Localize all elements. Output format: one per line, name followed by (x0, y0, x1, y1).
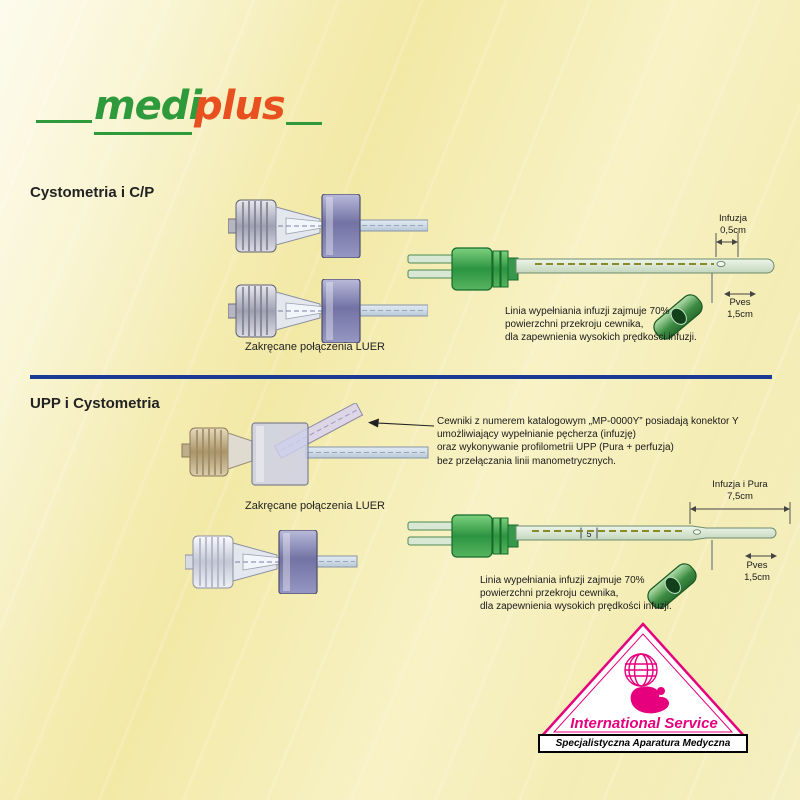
triangle-inner (552, 633, 734, 733)
infusion-eye (693, 529, 701, 535)
dim-infusion-value-upp: 7,5cm (727, 491, 753, 502)
cap-ribs (242, 286, 268, 336)
luer-hub (278, 530, 318, 594)
y-hub-block (251, 422, 309, 486)
catheter-diagram-cysto (407, 233, 775, 340)
cap-ribs (242, 201, 268, 251)
catheter-connector (451, 247, 519, 291)
section-title-cystometria: Cystometria i C/P (30, 184, 155, 201)
luer-connector-assembly-3 (185, 530, 358, 594)
logo-underline (94, 132, 192, 135)
logo-dash-right (286, 122, 322, 125)
dim-infusion-label-upp: Infuzja i Pura (712, 479, 768, 490)
pointer-arrow-line (376, 422, 435, 427)
hub-highlight (326, 282, 333, 340)
luer-hub (321, 194, 361, 258)
pves-arrowhead-right (750, 291, 756, 297)
manometric-line-stubs (407, 254, 455, 279)
manometric-line-stubs (407, 521, 455, 546)
dim-arrowhead-right (732, 239, 738, 245)
logo-medi: medi (94, 83, 202, 129)
ribbed-cap (235, 284, 277, 338)
dim-infusion-label-cysto: Infuzja (719, 213, 747, 224)
dim-pves-label-upp: Pves (746, 560, 768, 571)
infusion-eye (716, 260, 726, 268)
pves-arrowhead-left (745, 553, 751, 559)
dim-arrowhead-left (690, 506, 696, 512)
catheter-tube (515, 525, 777, 541)
infusion-note-upp: Linia wypełniania infuzji zajmuje 70% po… (480, 575, 672, 613)
section-divider (30, 375, 772, 379)
hub-highlight (326, 197, 333, 255)
dim-pves-label-cysto: Pves (729, 297, 751, 308)
pressure-transducer (653, 294, 703, 340)
scale-mark-ticks (580, 527, 598, 539)
luer-connector-assembly-2 (228, 279, 428, 343)
extension-tube (310, 555, 358, 568)
dim-arrowhead-left (716, 239, 722, 245)
international-service-name: International Service (570, 715, 718, 732)
dim-infusion-ticks (689, 502, 791, 524)
infusion-note-cysto: Linia wypełniania infuzji zajmuje 70% po… (505, 306, 697, 344)
y-connector-note: Cewniki z numerem katalogowym „MP-0000Y”… (437, 416, 739, 467)
hub-highlight (256, 426, 264, 482)
luer-hub (321, 279, 361, 343)
logo-dash-left (36, 120, 92, 123)
dove-figure-icon (630, 686, 670, 714)
catheter-connector (451, 514, 519, 558)
dove-head (657, 687, 665, 695)
dim-pves-value-upp: 1,5cm (744, 572, 770, 583)
luer-label-cysto: Zakręcane połączenia LUER (244, 341, 386, 353)
pressure-transducer (647, 563, 697, 609)
pves-arrowhead-left (724, 291, 730, 297)
pointer-arrowhead (368, 418, 379, 428)
dim-infusion-ticks (715, 233, 739, 257)
ribbed-cap-clear (192, 535, 234, 589)
catheter-scale-mark: 5 (586, 529, 591, 539)
catheter-tube (515, 258, 775, 274)
logo-plus: plus (194, 83, 286, 129)
dim-infusion-value-cysto: 0,5cm (720, 225, 746, 236)
y-connector-assembly (181, 403, 435, 486)
international-service-tagline: Specjalistyczna Aparatura Medyczna (538, 734, 748, 753)
catheter-diagram-upp: 5 (407, 502, 791, 609)
section-title-upp: UPP i Cystometria (30, 395, 160, 412)
luer-cone (227, 432, 253, 470)
pves-arrowhead-right (771, 553, 777, 559)
globe-icon (624, 653, 658, 687)
luer-connector-assembly-1 (228, 194, 428, 258)
luer-label-upp: Zakręcane połączenia LUER (244, 500, 386, 512)
hub-highlight (283, 533, 290, 591)
cap-ribs (199, 537, 225, 587)
dim-arrowhead-right (784, 506, 790, 512)
ribbed-cap (235, 199, 277, 253)
dim-pves-value-cysto: 1,5cm (727, 309, 753, 320)
cap-ribs (196, 429, 222, 475)
